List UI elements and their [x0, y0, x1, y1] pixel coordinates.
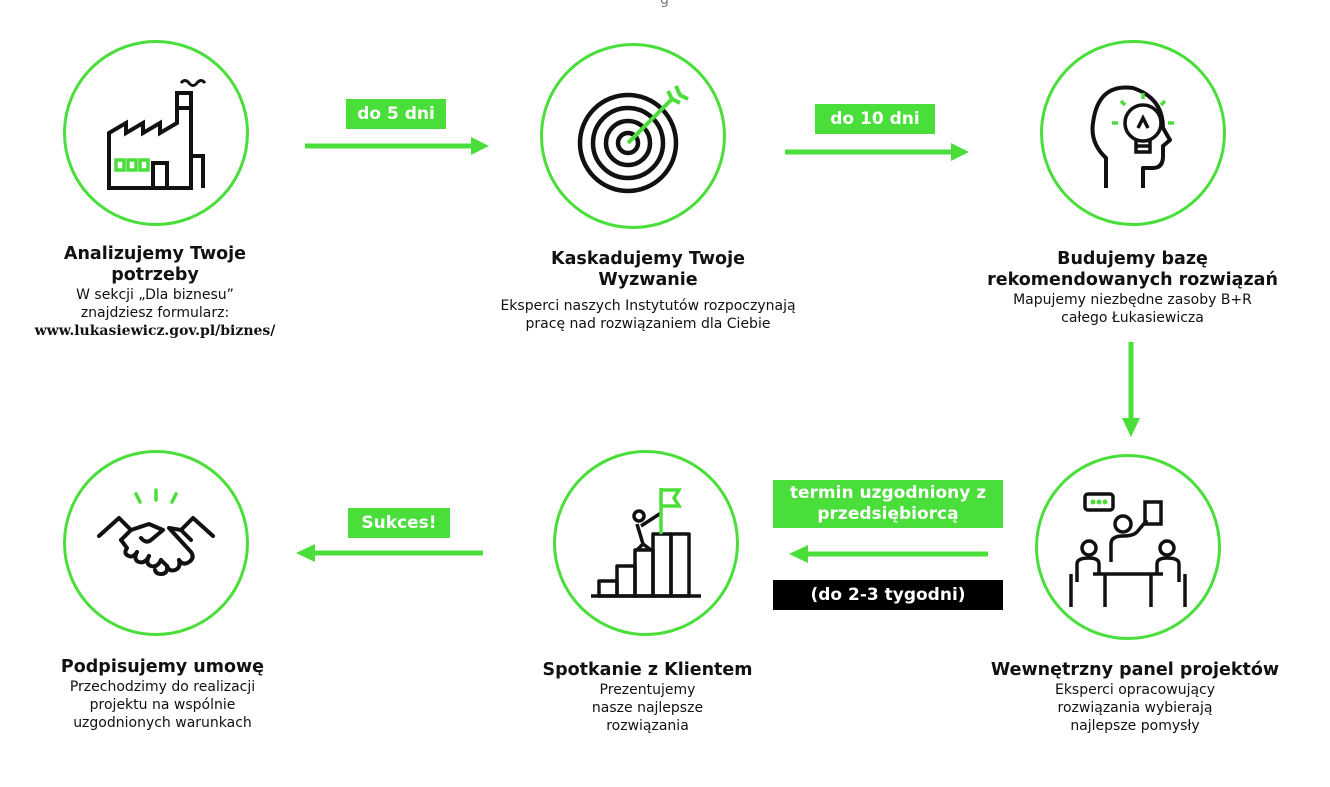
- step-4-title: Wewnętrzny panel projektów: [990, 660, 1280, 680]
- arrow-3-to-4: [1122, 342, 1140, 437]
- badge-do-2-3-tygodni: (do 2-3 tygodni): [773, 580, 1003, 610]
- meeting-icon: [1069, 492, 1187, 607]
- handshake-icon: [97, 488, 215, 576]
- step-2-title: Kaskadujemy Twoje Wyzwanie: [551, 249, 745, 290]
- step-5-title: Spotkanie z Klientem: [542, 660, 753, 680]
- step-3-text: Budujemy bazę rekomendowanych rozwiązań …: [965, 249, 1300, 327]
- step-6-title: Podpisujemy umowę: [60, 657, 265, 677]
- summit-flag-icon: [591, 488, 701, 598]
- step-5-text: Spotkanie z Klientem Prezentujemy nasze …: [495, 660, 800, 735]
- step-1-circle: [63, 40, 249, 226]
- step-6-desc: Przechodzimy do realizacji projektu na w…: [69, 679, 256, 731]
- head-lightbulb-icon: [1090, 85, 1174, 188]
- step-2-circle: [540, 43, 726, 229]
- step-5-circle: [553, 450, 739, 636]
- badge-sukces: Sukces!: [348, 508, 450, 538]
- step-3-desc: Mapujemy niezbędne zasoby B+R całego Łuk…: [1013, 292, 1252, 326]
- target-icon: [577, 85, 689, 194]
- step-1-link[interactable]: www.lukasiewicz.gov.pl/biznes/: [34, 323, 276, 339]
- step-5-desc: Prezentujemy nasze najlepsze rozwiązania: [591, 682, 704, 734]
- step-4-text: Wewnętrzny panel projektów Eksperci opra…: [960, 660, 1310, 735]
- arrow-1-to-2: [305, 137, 489, 155]
- badge-do-5-dni: do 5 dni: [346, 99, 446, 129]
- arrow-5-to-6: [296, 544, 483, 562]
- step-1-title: Analizujemy Twoje potrzeby: [63, 244, 247, 285]
- arrow-2-to-3: [785, 143, 969, 161]
- step-2-text: Kaskadujemy Twoje Wyzwanie Eksperci nasz…: [498, 249, 798, 333]
- step-1-desc: W sekcji „Dla biznesu” znajdziesz formul…: [76, 287, 234, 321]
- step-2-desc: Eksperci naszych Instytutów rozpoczynają…: [500, 298, 796, 332]
- step-6-circle: [63, 450, 249, 636]
- step-6-text: Podpisujemy umowę Przechodzimy do realiz…: [40, 657, 285, 732]
- factory-icon: [107, 79, 207, 190]
- top-text-fragment: g: [660, 0, 669, 8]
- step-4-desc: Eksperci opracowujący rozwiązania wybier…: [1054, 682, 1216, 734]
- step-4-circle: [1035, 454, 1221, 640]
- step-3-circle: [1040, 40, 1226, 226]
- arrow-4-to-5: [789, 545, 988, 563]
- step-3-title: Budujemy bazę rekomendowanych rozwiązań: [987, 249, 1278, 290]
- step-1-text: Analizujemy Twoje potrzeby W sekcji „Dla…: [30, 244, 280, 340]
- badge-do-10-dni: do 10 dni: [815, 104, 935, 134]
- badge-termin-uzgodniony: termin uzgodniony z przedsiębiorcą: [773, 480, 1003, 528]
